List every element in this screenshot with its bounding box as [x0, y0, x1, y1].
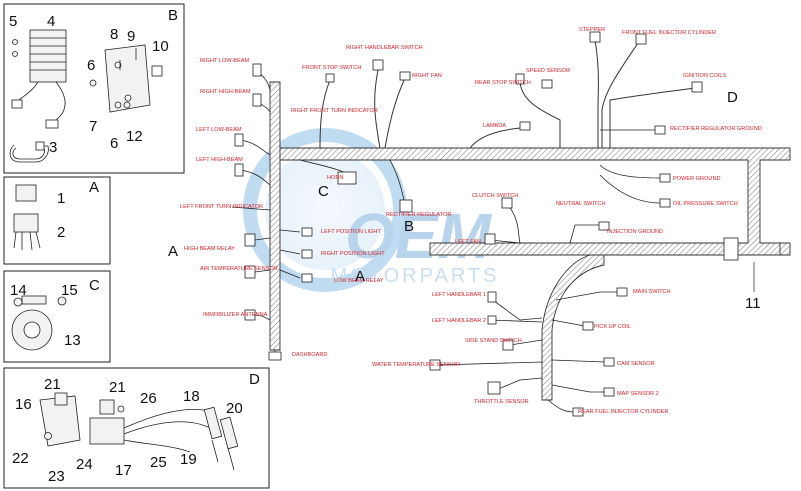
label-rectifier-regulator: RECTIFIER REGULATOR	[386, 212, 451, 218]
part-number-21-right: 21	[109, 379, 126, 396]
part-number-3: 3	[49, 139, 57, 156]
section-box-a	[3, 176, 111, 265]
label-rectifier-regulator-ground: RECTIFIER REGULATOR GROUND	[670, 126, 762, 132]
label-neutral-switch: NEUTRAL SWITCH	[556, 201, 606, 207]
section-letter-d: D	[249, 371, 260, 388]
label-air-temperature-sensor: AIR TEMPERATURE SENSOR	[200, 266, 278, 272]
label-right-high-beam: RIGHT HIGH-BEAM	[200, 89, 251, 95]
part-number-12: 12	[126, 128, 143, 145]
label-immobilizer-antenna: IMMOBILIZER ANTENNA	[203, 312, 268, 318]
label-high-beam-relay: HIGH BEAM RELAY	[184, 246, 235, 252]
part-number-7: 7	[89, 118, 97, 135]
label-rear-fuel-injector-cylinder: REAR FUEL INJECTOR CYLINDER	[578, 409, 668, 415]
relay-part	[13, 184, 41, 251]
section-letter-b: B	[168, 7, 178, 24]
label-left-handlebar-2: LEFT HANDLEBAR 2	[432, 318, 486, 324]
ignition-coil-part	[39, 392, 239, 471]
part-number-2: 2	[57, 224, 65, 241]
label-side-stand-switch: SIDE STAND SWITCH	[465, 338, 522, 344]
part-number-22: 22	[12, 450, 29, 467]
part-number-13: 13	[64, 332, 81, 349]
label-left-high-beam: LEFT HIGH-BEAM	[196, 157, 243, 163]
section-box-b	[3, 3, 185, 174]
section-letter-d-harness: D	[727, 89, 738, 106]
part-number-9: 9	[127, 28, 135, 45]
part-number-1: 1	[57, 190, 65, 207]
section-letter-b-harness: B	[404, 218, 414, 235]
label-lambda: LAMBDA	[483, 123, 506, 129]
part-number-20: 20	[226, 400, 243, 417]
label-ignition-coils: IGNITION COILS	[683, 73, 726, 79]
part-number-19: 19	[180, 451, 197, 468]
part-number-6: 6	[110, 135, 118, 152]
label-cam-sensor: CAM SENSOR	[617, 361, 655, 367]
part-number-6-top: 6	[87, 57, 95, 74]
cable-part	[9, 141, 49, 163]
part-number-10: 10	[152, 38, 169, 55]
section-box-d	[3, 367, 270, 489]
label-right-low-beam: RIGHT LOW-BEAM	[200, 58, 250, 64]
part-number-23: 23	[48, 468, 65, 485]
label-power-ground: POWER GROUND	[673, 176, 721, 182]
label-right-handlebar-switch: RIGHT HANDLEBAR SWITCH	[346, 45, 423, 51]
label-throttle-sensor: THROTTLE SENSOR	[474, 399, 529, 405]
label-pick-up-coil: PICK UP COIL	[594, 324, 631, 330]
part-number-11: 11	[745, 295, 761, 312]
part-number-18: 18	[183, 388, 200, 405]
label-speed-sensor: SPEED SENSOR	[526, 68, 570, 74]
part-numbers: 5 4 8 9 10 6 7 6 12 3 1 2 14 15 13 21 21…	[9, 13, 761, 485]
label-right-fan: RIGHT FAN	[412, 73, 442, 79]
label-main-switch: MAIN SWITCH	[633, 289, 671, 295]
section-letter-a: A	[89, 179, 99, 196]
section-box-c	[3, 270, 111, 363]
label-left-front-turn-indicator: LEFT FRONT TURN INDICATOR	[180, 204, 263, 210]
section-letter-c-harness: C	[318, 183, 329, 200]
rectifier-part	[11, 29, 67, 129]
part-number-4: 4	[47, 13, 55, 30]
part-number-26: 26	[140, 390, 157, 407]
part-number-25: 25	[150, 454, 167, 471]
section-letter-c: C	[89, 277, 100, 294]
label-water-temperature-sensor: WATER TEMPERATURE SENSOR	[372, 362, 460, 368]
label-left-position-light: LEFT POSITION LIGHT	[321, 229, 381, 235]
label-map-sensor-2: MAP SENSOR 2	[617, 391, 659, 397]
part-number-14: 14	[10, 282, 27, 299]
main-harness	[231, 39, 791, 413]
label-rear-stop-switch: REAR STOP SWITCH	[475, 80, 531, 86]
section-letters: B A C D A A B C D	[89, 7, 738, 388]
part-number-16: 16	[15, 396, 32, 413]
label-right-front-turn-indicator: RIGHT FRONT TURN INDICATOR	[291, 108, 378, 114]
label-front-fuel-injector-cylinder: FRONT FUEL INJECTOR CYLINDER	[622, 30, 716, 36]
label-left-fan: LEFT FAN	[455, 239, 481, 245]
part-number-5: 5	[9, 13, 17, 30]
part-number-8: 8	[110, 26, 118, 43]
label-right-position-light: RIGHT POSITION LIGHT	[321, 251, 385, 257]
connectors	[234, 31, 739, 417]
part-number-24: 24	[76, 456, 93, 473]
section-letter-a-harness-left: A	[168, 243, 178, 260]
watermark-sub: MOTORPARTS	[331, 265, 500, 287]
label-injection-ground: INJECTION GROUND	[607, 229, 663, 235]
label-clutch-switch: CLUTCH SWITCH	[472, 193, 518, 199]
label-dashboard: DASHBOARD	[292, 352, 327, 358]
bracket-part	[89, 44, 163, 113]
part-number-17: 17	[115, 462, 132, 479]
label-low-beam-relay: LOW BEAM RELAY	[334, 278, 384, 284]
label-stepper: STEPPER	[579, 27, 605, 33]
label-left-low-beam: LEFT LOW-BEAM	[196, 127, 242, 133]
watermark-brand: OEM	[345, 200, 492, 272]
horn-part	[11, 295, 67, 351]
part-number-15: 15	[61, 282, 78, 299]
section-letter-a-harness-right: A	[355, 268, 365, 285]
label-left-handlebar-1: LEFT HANDLEBAR 1	[432, 292, 486, 298]
label-horn: HORN	[327, 175, 343, 181]
part-number-21-left: 21	[44, 376, 61, 393]
label-front-stop-switch: FRONT STOP SWITCH	[302, 65, 361, 71]
callout-labels: RIGHT LOW-BEAM RIGHT HIGH-BEAM RIGHT FRO…	[180, 27, 762, 415]
label-oil-pressure-switch: OIL PRESSURE SWITCH	[673, 201, 738, 207]
